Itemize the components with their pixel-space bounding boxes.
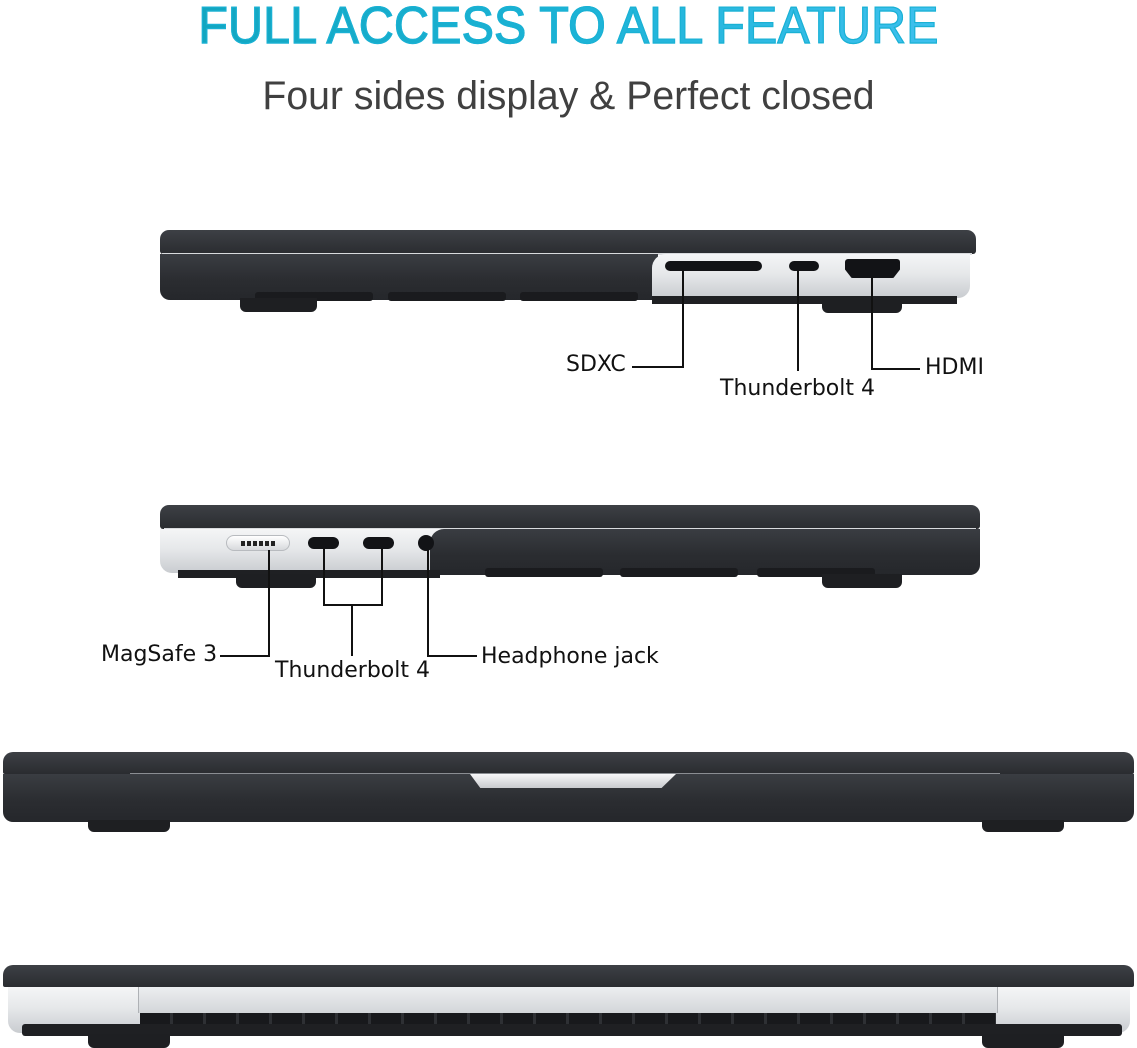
- case-foot: [88, 820, 170, 832]
- label-headphone-jack: Headphone jack: [481, 644, 659, 669]
- hdmi-port-icon: [845, 259, 900, 278]
- laptop-body-silver: [160, 529, 450, 573]
- label-thunderbolt-right: Thunderbolt 4: [720, 376, 875, 401]
- magsafe-pins: [241, 541, 275, 546]
- thunderbolt-port-icon: [308, 537, 339, 549]
- case-bottom-edge: [652, 296, 957, 304]
- callout-line: [427, 550, 429, 657]
- vent-slot: [255, 292, 373, 301]
- headphone-jack-icon: [418, 535, 434, 551]
- hinge-cover: [138, 987, 998, 1013]
- label-hdmi: HDMI: [925, 355, 984, 380]
- magsafe-port-icon: [226, 535, 290, 551]
- case-foot: [240, 298, 317, 312]
- callout-line: [632, 366, 684, 368]
- callout-line: [351, 604, 353, 656]
- rear-vents: [140, 1013, 996, 1025]
- case-bottom-edge: [22, 1024, 1122, 1036]
- callout-line: [871, 368, 920, 370]
- case-lid: [3, 965, 1134, 987]
- callout-line: [871, 277, 873, 370]
- lid-opening-notch: [470, 774, 676, 788]
- case-foot: [982, 1034, 1064, 1048]
- headline-text: FULL ACCESS TO ALL FEATURE: [198, 0, 939, 55]
- thunderbolt-port-icon: [789, 261, 819, 271]
- case-body-black: [430, 529, 980, 575]
- case-foot: [822, 300, 902, 313]
- vent-slot: [620, 568, 738, 577]
- lid-seam: [130, 773, 1000, 774]
- callout-line: [323, 604, 383, 606]
- headline: FULL ACCESS TO ALL FEATURE: [40, 0, 1097, 55]
- vent-slot: [485, 568, 603, 577]
- vent-slot: [520, 292, 638, 301]
- callout-line: [682, 270, 684, 368]
- subheadline: Four sides display & Perfect closed: [262, 74, 875, 118]
- sdxc-slot-icon: [665, 261, 762, 271]
- case-foot: [982, 820, 1064, 832]
- case-foot: [88, 1034, 170, 1048]
- case-foot: [822, 574, 902, 588]
- case-lid: [3, 752, 1134, 774]
- callout-line: [381, 548, 383, 606]
- label-sdxc: SDXC: [566, 352, 626, 377]
- callout-line: [323, 548, 325, 606]
- vent-slot: [757, 568, 875, 577]
- label-thunderbolt-left: Thunderbolt 4: [275, 658, 430, 683]
- callout-line: [220, 655, 270, 657]
- case-foot: [236, 574, 316, 588]
- case-lid: [160, 230, 976, 254]
- thunderbolt-port-icon: [363, 537, 394, 549]
- callout-line: [427, 655, 477, 657]
- vent-slot: [388, 292, 506, 301]
- case-lid: [160, 505, 980, 529]
- label-magsafe: MagSafe 3: [101, 642, 218, 667]
- callout-line: [268, 550, 270, 657]
- callout-line: [797, 270, 799, 371]
